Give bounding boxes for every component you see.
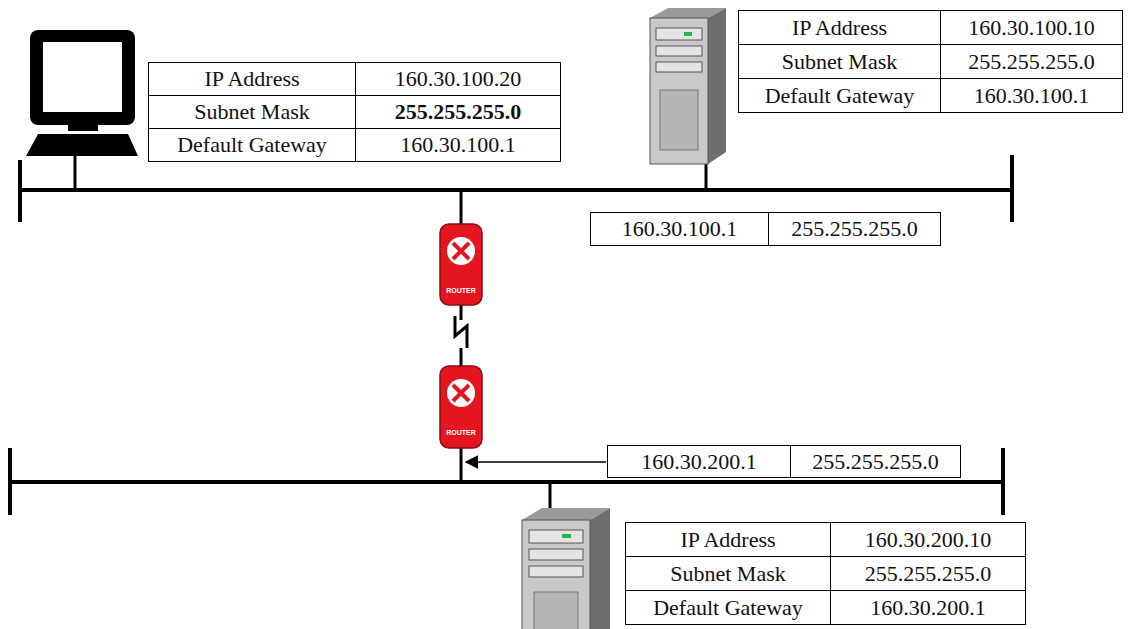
monitor-stand <box>68 125 98 131</box>
router-symbol <box>453 243 469 259</box>
drop-line <box>705 164 708 190</box>
field-value: 160.30.100.20 <box>395 68 522 90</box>
router-icon <box>440 224 482 305</box>
server-config-table: IP Address 160.30.100.10Subnet Mask 255.25… <box>738 10 1123 113</box>
field-name: IP Address <box>680 529 775 551</box>
monitor-frame <box>30 30 135 125</box>
field-value: 160.30.100.1 <box>400 134 516 156</box>
drive-bay <box>656 28 702 40</box>
field-value: 255.255.255.0 <box>791 218 918 240</box>
field-name: Default Gateway <box>177 134 327 156</box>
table-cell: 160.30.100.1 <box>941 79 1123 113</box>
field-name: Default Gateway <box>653 597 803 619</box>
field-name: Subnet Mask <box>194 101 310 123</box>
server-config-table: IP Address 160.30.200.10Subnet Mask 255.25… <box>625 522 1026 625</box>
table-cell: Default Gateway <box>626 591 831 625</box>
table-cell: 255.255.255.0 <box>356 96 561 129</box>
server-side <box>708 8 726 164</box>
router-symbol <box>447 237 475 265</box>
table-cell: 255.255.255.0 <box>791 446 961 478</box>
drop-line <box>549 482 552 512</box>
field-value: 160.30.100.1 <box>974 85 1090 107</box>
table-cell: 160.30.200.1 <box>608 446 791 478</box>
server-front <box>650 18 708 164</box>
table-cell: IP Address <box>626 523 831 557</box>
table-cell: 160.30.100.10 <box>941 11 1123 45</box>
drive-bay <box>656 46 702 56</box>
monitor-screen <box>43 42 122 112</box>
server-side <box>590 508 610 629</box>
field-value: 160.30.100.1 <box>622 218 738 240</box>
table-cell: Subnet Mask <box>149 96 356 129</box>
led <box>562 534 571 538</box>
router-interface-box: 160.30.200.1 255.255.255.0 <box>607 445 961 478</box>
table-cell: 160.30.100.20 <box>356 63 561 96</box>
led <box>684 32 692 36</box>
table-cell: 160.30.100.1 <box>591 213 769 246</box>
field-value: 160.30.100.10 <box>968 17 1095 39</box>
pc-icon <box>26 30 138 156</box>
field-value: 160.30.200.1 <box>870 597 986 619</box>
table-cell: 255.255.255.0 <box>941 45 1123 79</box>
field-value: 160.30.200.1 <box>641 451 757 473</box>
table-cell: 255.255.255.0 <box>769 213 941 246</box>
field-name: IP Address <box>204 68 299 90</box>
front-panel <box>534 592 578 629</box>
leader-arrow <box>466 461 606 463</box>
table-cell: IP Address <box>149 63 356 96</box>
drive-bay <box>529 530 583 543</box>
field-value: 255.255.255.0 <box>812 451 939 473</box>
bus-end <box>18 160 22 222</box>
table-cell: 160.30.100.1 <box>356 129 561 162</box>
router-label: ROUTER <box>440 429 482 436</box>
bottom-network-bus <box>10 448 1003 515</box>
table-cell: 160.30.200.10 <box>831 523 1026 557</box>
drive-bay <box>529 549 583 560</box>
drop-line <box>460 448 463 482</box>
field-value: 255.255.255.0 <box>968 51 1095 73</box>
drop-line <box>460 190 463 224</box>
table-cell: Default Gateway <box>739 79 941 113</box>
bus-line <box>10 480 1003 484</box>
router-icon <box>440 366 482 448</box>
keyboard <box>26 134 138 156</box>
table-cell: 255.255.255.0 <box>831 557 1026 591</box>
bus-end <box>1010 155 1014 222</box>
field-name: Subnet Mask <box>670 563 786 585</box>
router-interface-box: 160.30.100.1 255.255.255.0 <box>590 212 941 246</box>
bus-end <box>8 448 12 515</box>
drive-bay <box>529 566 583 577</box>
table-cell: IP Address <box>739 11 941 45</box>
bus-end <box>1001 448 1005 515</box>
router-symbol <box>447 379 475 407</box>
field-name: Default Gateway <box>765 85 915 107</box>
field-value: 255.255.255.0 <box>865 563 992 585</box>
table-cell: Subnet Mask <box>626 557 831 591</box>
router-label: ROUTER <box>440 287 482 294</box>
server-front <box>522 520 590 629</box>
router-body <box>440 224 482 305</box>
server-icon <box>522 508 610 629</box>
router-body <box>440 366 482 448</box>
table-cell: Subnet Mask <box>739 45 941 79</box>
serial-link <box>455 305 467 366</box>
field-name: Subnet Mask <box>782 51 898 73</box>
drop-line <box>74 156 77 190</box>
bus-line <box>20 188 1012 192</box>
drive-bay <box>656 62 702 72</box>
front-panel <box>660 90 698 150</box>
field-name: IP Address <box>792 17 887 39</box>
table-cell: 160.30.200.1 <box>831 591 1026 625</box>
server-icon <box>650 8 726 164</box>
field-value: 160.30.200.10 <box>865 529 992 551</box>
table-cell: Default Gateway <box>149 129 356 162</box>
field-value: 255.255.255.0 <box>395 101 522 123</box>
pc-config-table: IP Address 160.30.100.20Subnet Mask 255.25… <box>148 62 561 162</box>
router-symbol <box>453 385 469 401</box>
